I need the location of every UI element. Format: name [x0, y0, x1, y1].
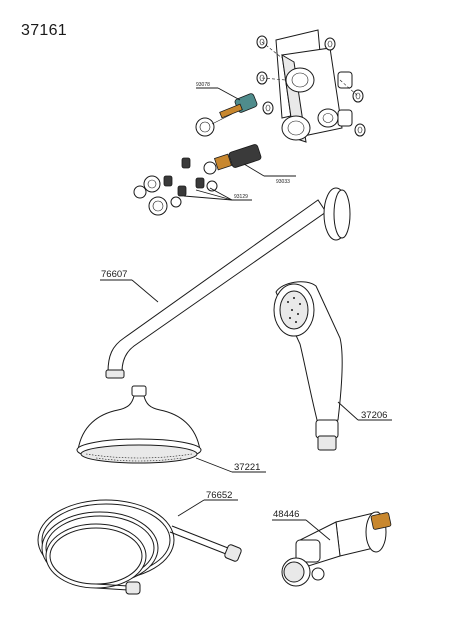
cartridge-93078	[195, 93, 258, 137]
product-code: 37161	[21, 22, 67, 39]
valve-body-assembly	[256, 29, 366, 143]
part-label-76652: 76652	[206, 490, 232, 501]
leader-93129-b	[209, 187, 233, 201]
leader-37221-pointer	[195, 457, 233, 473]
leader-76652-pointer	[177, 499, 205, 517]
leader-93129-a	[195, 189, 233, 201]
part-label-93078: 93078	[196, 82, 210, 88]
leader-48446-pointer	[305, 519, 331, 541]
leader-93129-c	[183, 195, 233, 201]
check-valve-set-93129	[133, 175, 218, 216]
shower-head-37221	[76, 385, 202, 464]
wall-outlet-48446	[281, 511, 392, 587]
part-label-93129: 93129	[234, 194, 248, 200]
leader-93078-pointer	[217, 87, 241, 101]
part-label-93033: 93033	[276, 179, 290, 185]
shower-arm-76607	[105, 187, 351, 379]
leader-37206-pointer	[337, 401, 359, 421]
part-label-48446: 48446	[273, 509, 299, 520]
part-label-37221: 37221	[234, 462, 260, 473]
hose-76652	[37, 499, 242, 595]
leader-93033-pointer	[243, 163, 265, 177]
hand-shower-37206	[273, 281, 343, 451]
part-label-37206: 37206	[361, 410, 387, 421]
cartridge-93033	[181, 144, 262, 175]
part-label-76607: 76607	[101, 269, 127, 280]
leader-76607-pointer	[131, 279, 159, 303]
